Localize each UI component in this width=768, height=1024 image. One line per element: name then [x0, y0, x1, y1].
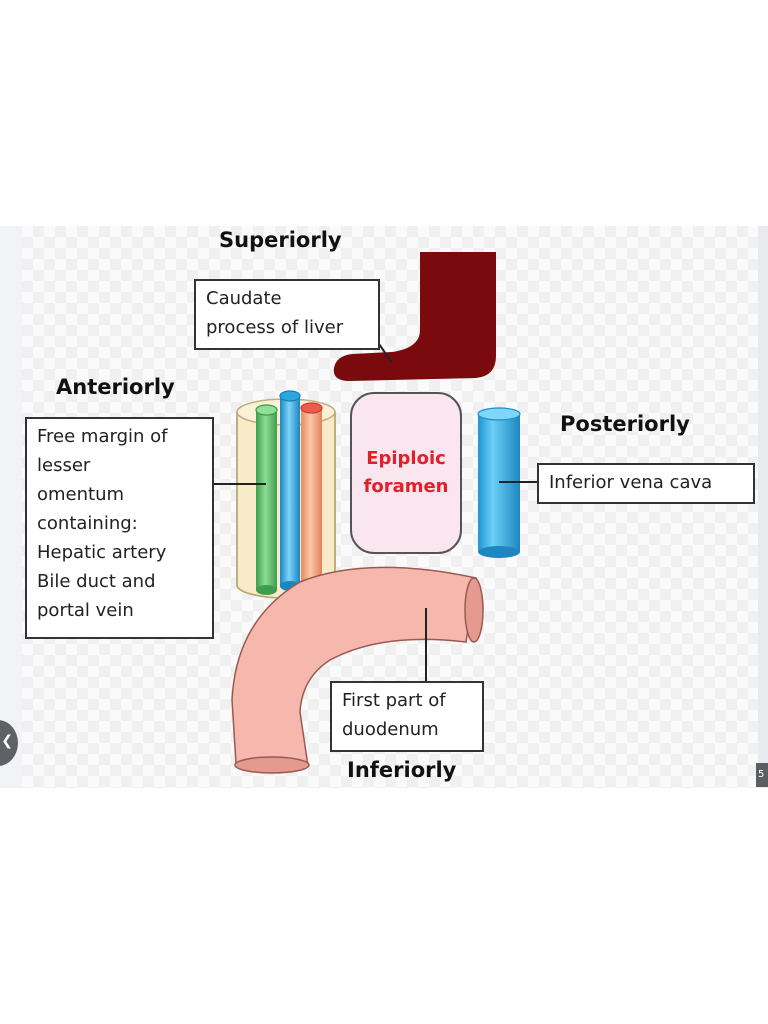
caudate-liver-shape: [333, 252, 496, 381]
hepatic-artery-top: [300, 402, 323, 414]
left-margin-strip: [0, 226, 22, 788]
heading-anteriorly: Anteriorly: [56, 375, 175, 399]
duodenum-end-right: [464, 577, 484, 643]
duodenum-end-bottom: [234, 756, 310, 774]
duodenum-label-box: First part of duodenum: [330, 681, 484, 752]
heading-posteriorly: Posteriorly: [560, 412, 690, 436]
epiploic-foramen-label: Epiploic foramen: [363, 448, 449, 497]
caudate-label-box: Caudate process of liver: [194, 279, 380, 350]
portal-vein-top: [279, 390, 301, 402]
hepatic-artery-tube: [301, 408, 322, 588]
back-arrow-icon: ❮: [1, 733, 13, 749]
bile-duct-bottom: [256, 585, 277, 595]
heading-superiorly: Superiorly: [219, 228, 342, 252]
duodenum-shape: [231, 566, 477, 767]
free-margin-label-box: Free margin of lesser omentum containing…: [25, 417, 214, 639]
bile-duct-tube: [256, 410, 277, 590]
right-margin-strip: [758, 226, 768, 788]
page-number-badge: 5: [756, 763, 768, 787]
portal-vein-tube: [280, 396, 300, 586]
previous-page-button[interactable]: ❮: [0, 720, 18, 766]
ivc-top: [477, 407, 521, 421]
bile-duct-top: [255, 404, 278, 416]
epiploic-foramen-box: Epiploic foramen: [350, 392, 462, 554]
heading-inferiorly: Inferiorly: [347, 758, 457, 782]
ivc-bottom: [478, 546, 520, 558]
ivc-label-box: Inferior vena cava: [537, 463, 755, 504]
